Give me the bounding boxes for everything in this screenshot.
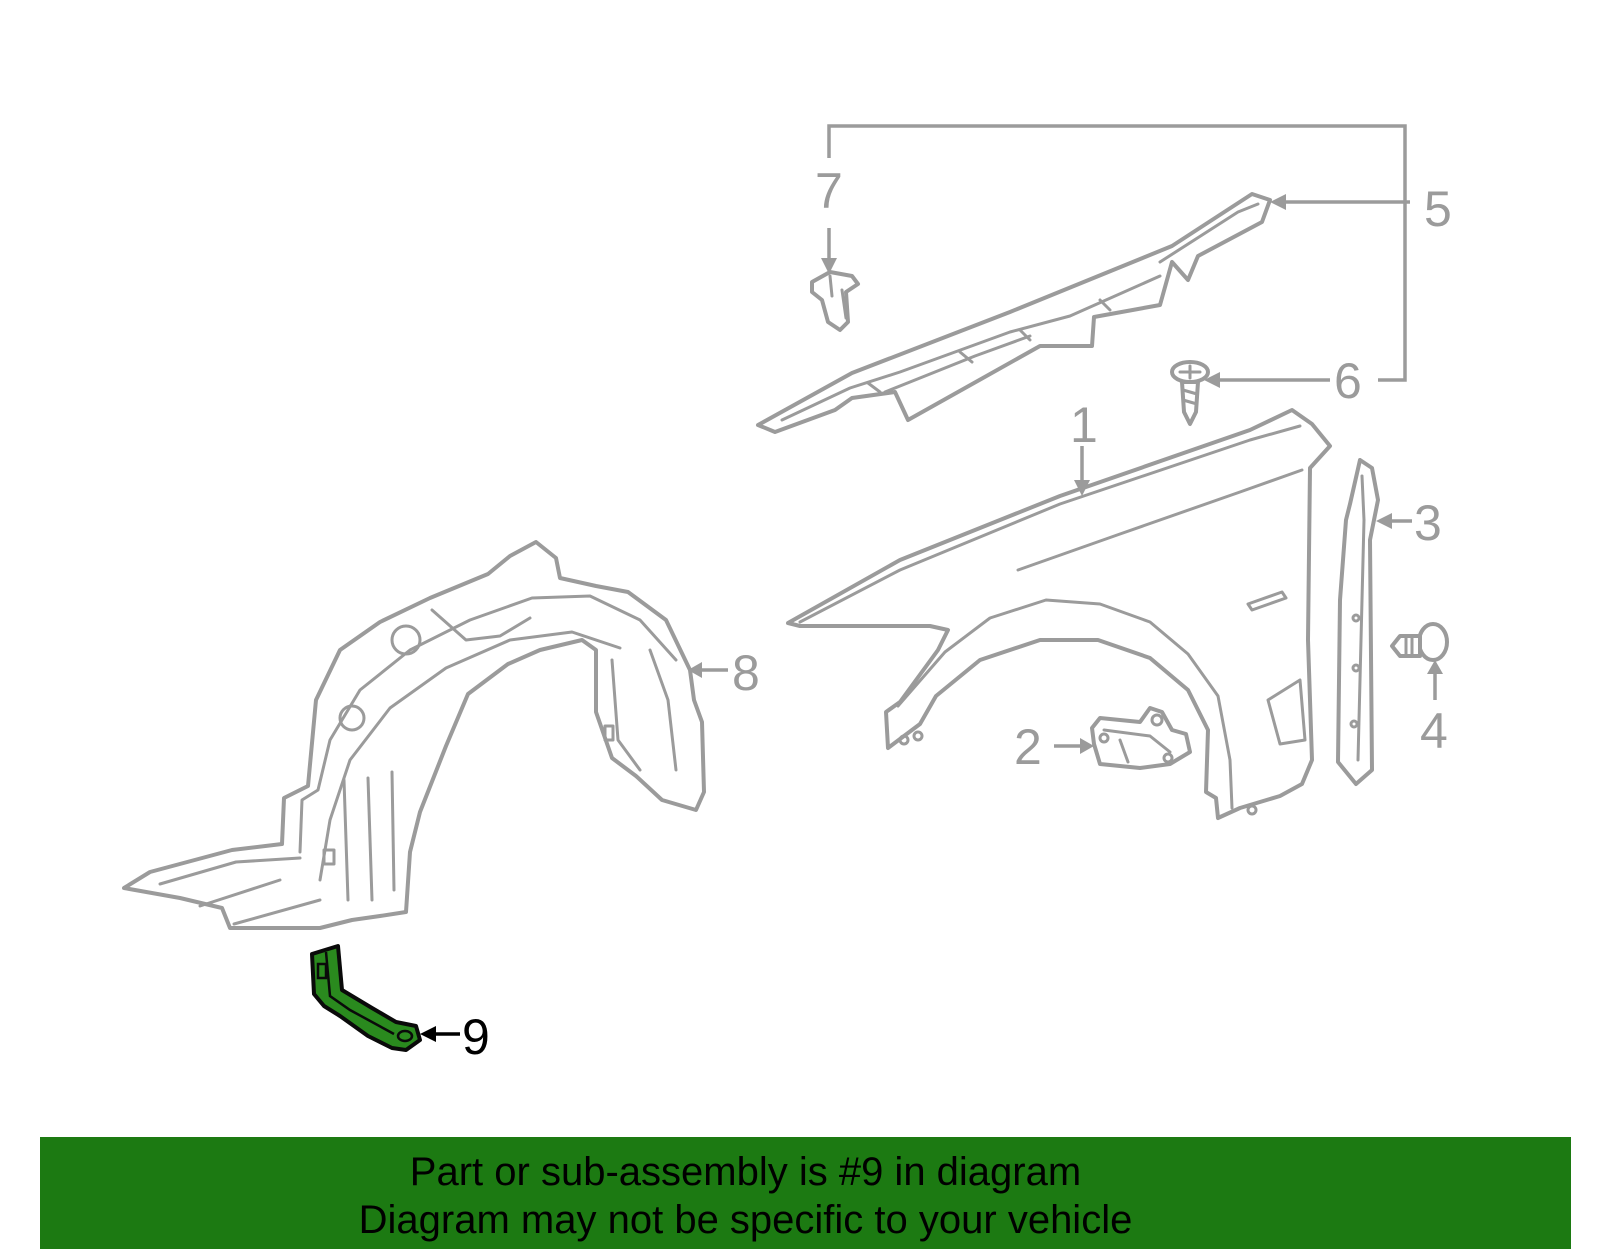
callout-8: 8	[732, 645, 760, 701]
info-banner: Part or sub-assembly is #9 in diagram Di…	[40, 1137, 1571, 1249]
part-7-clip[interactable]	[810, 270, 860, 332]
callout-1: 1	[1070, 397, 1098, 453]
leader-6	[1204, 372, 1330, 388]
part-1-fender[interactable]	[786, 408, 1332, 820]
leader-9	[420, 1026, 460, 1042]
leader-4	[1427, 660, 1443, 700]
callout-6: 6	[1334, 353, 1362, 409]
part-3-trim[interactable]	[1336, 458, 1380, 786]
part-2-bracket[interactable]	[1090, 706, 1192, 770]
callout-2: 2	[1014, 719, 1042, 775]
callout-3: 3	[1414, 495, 1442, 551]
part-8-fender-liner[interactable]	[122, 540, 706, 930]
part-6-screw[interactable]	[1170, 360, 1210, 426]
callout-7: 7	[815, 163, 843, 219]
callout-4: 4	[1420, 703, 1448, 759]
callout-9: 9	[462, 1009, 490, 1065]
leader-7	[821, 228, 837, 274]
leader-1	[1074, 446, 1090, 496]
banner-part-note: Part or sub-assembly is #9 in diagram	[409, 1150, 1082, 1194]
part-4-clip[interactable]	[1390, 622, 1449, 662]
leader-8	[688, 662, 728, 678]
leader-3	[1376, 513, 1412, 529]
banner-disclaimer: Diagram may not be specific to your vehi…	[358, 1198, 1133, 1242]
leader-2	[1054, 738, 1094, 754]
leader-5	[1270, 194, 1410, 210]
group-bracket-5-6-7	[827, 124, 1407, 382]
part-5-fender-seal[interactable]	[756, 192, 1272, 434]
part-9-liner-bracket[interactable]	[310, 944, 422, 1052]
callout-5: 5	[1424, 181, 1452, 237]
